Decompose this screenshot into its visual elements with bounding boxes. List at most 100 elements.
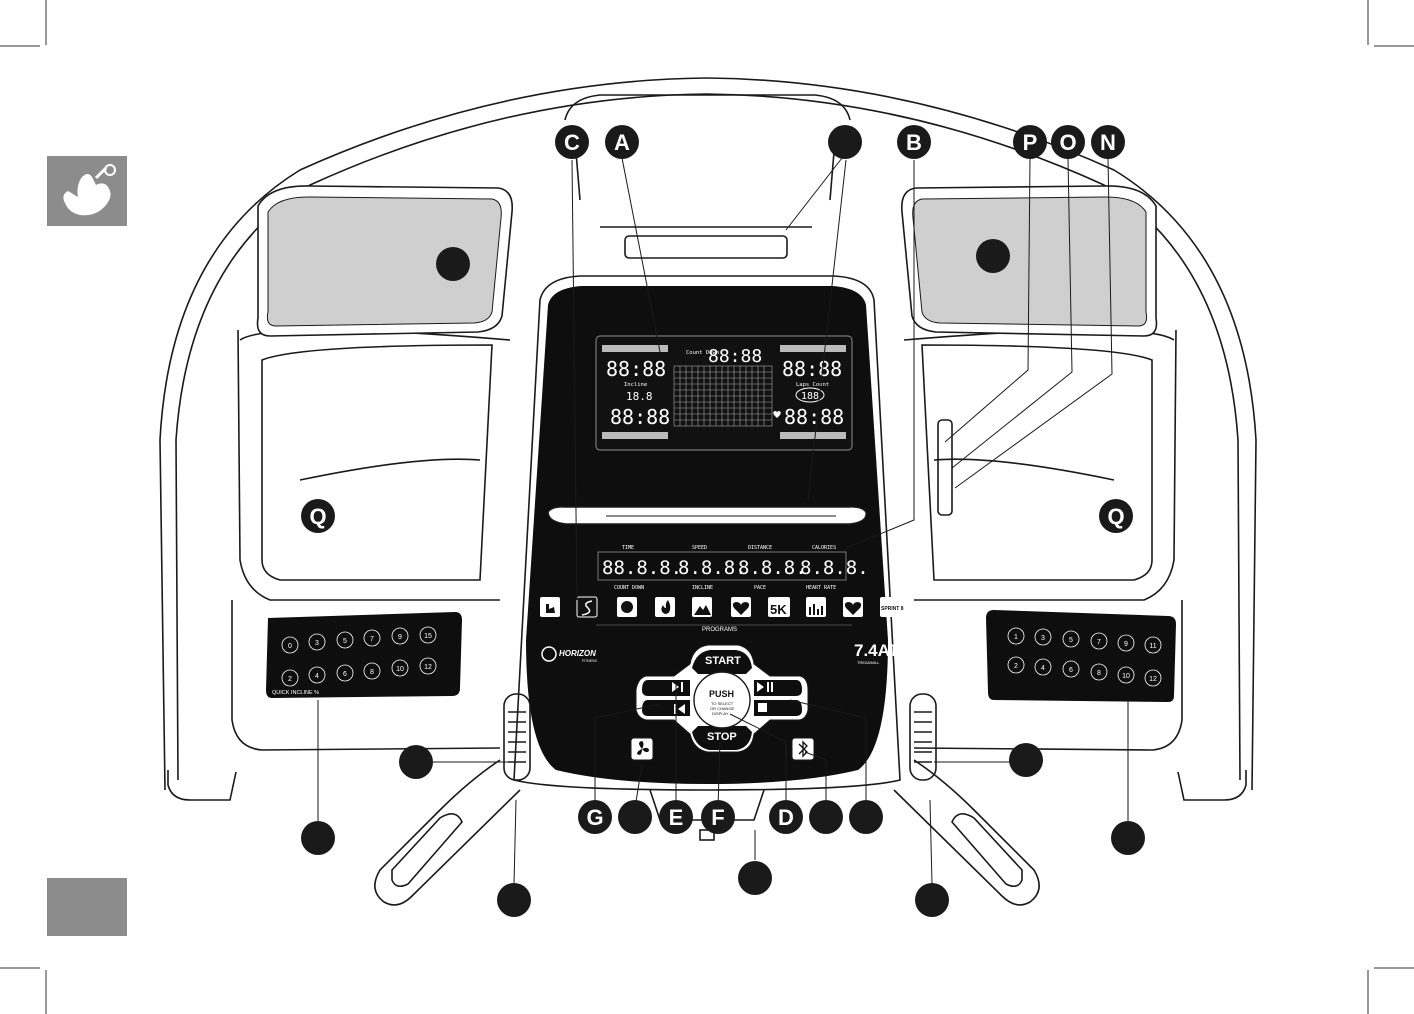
program-sprint-button[interactable]: SPRINT 8 [880, 597, 904, 617]
callout-unlabeled [828, 125, 862, 159]
speed-key[interactable]: 7 [1097, 639, 1101, 646]
bluetooth-button[interactable] [791, 737, 815, 761]
quick-incline-keypad: 0 3 5 7 9 15 2 4 6 8 10 12 QUICK INCLINE… [266, 612, 462, 698]
speed-key[interactable]: 4 [1041, 665, 1045, 672]
bar-graph-icon [809, 604, 823, 615]
speed-key[interactable]: 12 [1149, 676, 1157, 683]
speed-key[interactable]: 11 [1149, 643, 1156, 650]
speed-key[interactable]: 2 [1014, 663, 1018, 670]
callout-n: N [1100, 130, 1116, 155]
push-dial[interactable] [693, 671, 751, 729]
fan-button[interactable] [630, 737, 654, 761]
callout-unlabeled [738, 861, 772, 895]
quick-incline-label: QUICK INCLINE % [272, 690, 319, 696]
play-pause-icon [757, 682, 773, 692]
heart-icon [773, 411, 781, 418]
value-distance: 8.8.8. [738, 557, 807, 579]
brand-logo-sub: FITNESS [582, 659, 597, 663]
incline-key[interactable]: 12 [424, 664, 432, 671]
callout-e: E [669, 805, 684, 830]
incline-key[interactable]: 9 [398, 634, 402, 641]
incline-key[interactable]: 3 [315, 640, 319, 647]
incline-key[interactable]: 4 [315, 673, 319, 680]
skip-back-icon [674, 704, 685, 714]
lcd-left-top-display: 88:88 [606, 357, 666, 381]
incline-key[interactable]: 8 [370, 669, 374, 676]
callout-o: O [1059, 130, 1076, 155]
incline-key[interactable]: 15 [424, 633, 432, 640]
upper-lcd [595, 335, 853, 451]
label-heart-rate: HEART RATE [806, 585, 836, 591]
incline-key[interactable]: 6 [343, 671, 347, 678]
incline-display: 18.8 [626, 390, 653, 403]
accessory-tray[interactable] [547, 506, 867, 525]
target-icon [621, 601, 633, 613]
speed-key[interactable]: 9 [1124, 641, 1128, 648]
page-tab-box [47, 878, 127, 936]
fan-icon [637, 741, 649, 755]
speed-key[interactable]: 5 [1069, 637, 1073, 644]
incline-key[interactable]: 10 [396, 666, 404, 673]
callout-unlabeled [436, 247, 470, 281]
play-pause-button[interactable] [754, 680, 802, 696]
laps-display: 188 [801, 391, 819, 402]
speed-key[interactable]: 10 [1122, 673, 1130, 680]
speed-key[interactable]: 3 [1041, 635, 1045, 642]
incline-key[interactable]: 2 [288, 676, 292, 683]
lcd-segment-bars [602, 345, 846, 439]
speed-key[interactable]: 6 [1069, 667, 1073, 674]
left-handle [374, 693, 531, 906]
program-custom-button[interactable] [806, 597, 826, 617]
program-heart-rate-button[interactable] [731, 597, 751, 617]
program-target-button[interactable] [617, 597, 637, 617]
5k-icon: 5K [770, 602, 787, 617]
start-button[interactable] [692, 650, 752, 674]
label-time: TIME [622, 545, 634, 551]
hand-icon [546, 604, 555, 613]
callout-b: B [906, 130, 922, 155]
start-label: START [705, 655, 741, 667]
next-button[interactable] [642, 680, 690, 696]
flame-icon [661, 600, 671, 614]
model-sub: TREADMILL [857, 660, 880, 665]
program-manual-button[interactable] [540, 597, 560, 617]
model-name: 7.4AT [854, 641, 900, 660]
speed-key[interactable]: 8 [1097, 670, 1101, 677]
sprint-icon: SPRINT 8 [881, 606, 904, 612]
label-pace: PACE [754, 585, 766, 591]
stop-square-icon [758, 703, 767, 712]
label-count-down: COUNT DOWN [614, 585, 644, 591]
callout-unlabeled [301, 821, 335, 855]
callout-unlabeled [618, 800, 652, 834]
stop-button[interactable] [692, 726, 752, 750]
incline-key[interactable]: 0 [288, 643, 292, 650]
console-outline [159, 77, 1257, 841]
leader-lines [317, 157, 1129, 885]
program-interval-button[interactable] [576, 596, 598, 618]
mountain-icon [694, 605, 711, 615]
incline-key[interactable]: 7 [370, 636, 374, 643]
previous-button[interactable] [642, 700, 690, 716]
label-distance: DISTANCE [748, 545, 772, 551]
program-hill-button[interactable] [692, 597, 712, 617]
heart-rate-icon [732, 602, 750, 615]
program-heart-button[interactable] [843, 597, 863, 617]
program-fat-burn-button[interactable] [655, 597, 675, 617]
incline-label: Incline [624, 382, 647, 388]
push-sub-2: OR CHANGE [710, 706, 735, 711]
program-5k-button[interactable]: 5K [768, 597, 790, 617]
incline-key[interactable]: 5 [343, 638, 347, 645]
control-cluster: START STOP PUSH TO SELECT OR CHANGE DISP… [635, 644, 809, 753]
callout-f: F [711, 805, 724, 830]
callout-unlabeled [809, 800, 843, 834]
callouts: C A B P O N Q Q G E F D [301, 125, 1145, 917]
right-handle [893, 693, 1040, 906]
value-speed: 8.8.8. [678, 557, 747, 579]
speed-key[interactable]: 1 [1014, 634, 1018, 641]
callout-d: D [778, 805, 794, 830]
label-speed: SPEED [692, 545, 707, 551]
label-calories: CALORIES [812, 545, 836, 551]
callout-unlabeled [1111, 821, 1145, 855]
left-speaker [256, 185, 514, 337]
lower-display: TIME SPEED DISTANCE CALORIES COUNT DOWN … [597, 545, 869, 591]
